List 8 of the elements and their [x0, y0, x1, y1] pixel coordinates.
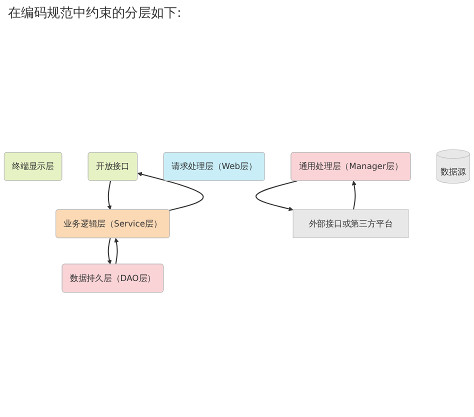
- title: 在编码规范中约束的分层如下:: [8, 5, 182, 22]
- arrow: [107, 180, 112, 210]
- node-box: 外部接口或第三方平台: [292, 209, 409, 238]
- arrow: [352, 180, 356, 210]
- arrow: [114, 238, 119, 264]
- arrow: [137, 172, 204, 211]
- arrow: [107, 238, 112, 264]
- arrow: [256, 180, 298, 212]
